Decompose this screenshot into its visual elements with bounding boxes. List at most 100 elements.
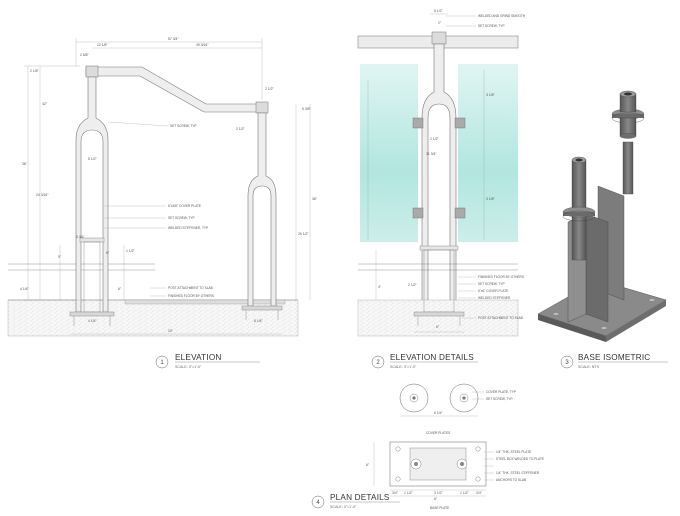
view-number: 1: [160, 360, 164, 366]
dim-text: 42": [42, 102, 48, 106]
post-fitting-right: [255, 101, 269, 114]
view-number: 3: [565, 360, 569, 366]
dim-text: 3/4": [392, 491, 399, 495]
view-title: PLAN DETAILS: [330, 493, 390, 502]
detail-post: [421, 43, 457, 313]
callout-finished-floor: FINISHED FLOOR BY OTHERS: [168, 294, 214, 298]
dim-text: 2 1/2": [408, 283, 418, 287]
dim-text: 31 3/4": [426, 152, 437, 156]
dim-text: 2 1/8": [30, 69, 40, 73]
dim-text: 6 3/4": [76, 235, 86, 239]
dim-text: 2 1/2": [265, 87, 275, 91]
callout-set-screw: SET SCREW, TYP: [478, 24, 505, 28]
dim-text: 10": [168, 329, 174, 333]
dim-text: 6 1/4": [434, 411, 444, 415]
dim-text: 6": [436, 325, 440, 329]
dim-text: 2 1/2": [236, 127, 246, 131]
view-number-circle: [560, 355, 574, 369]
callout-cover-plate: COVER PLATE, TYP: [486, 390, 516, 394]
finished-floor: [124, 299, 286, 305]
dim-text: 2": [438, 21, 442, 25]
detail-base-plate: [413, 311, 465, 317]
dim-text: 49 3/16": [196, 43, 209, 47]
iso-upper-post: [622, 141, 634, 195]
glass-panel-right: [458, 64, 518, 242]
view-scale: SCALE: 3"=1'-0": [175, 365, 202, 369]
callout-set-screw: SET SCREW, TYP: [170, 124, 197, 128]
dim-text: 3 1/2": [434, 491, 444, 495]
dim-text: 2 5/8": [80, 53, 90, 57]
dim-text: 1 1/2": [126, 249, 136, 253]
dim-text: 1 1/2": [460, 491, 470, 495]
plan-details-view: COVER PLATE, TYP SET SCREW, TYP 6 1/4" C…: [311, 383, 544, 510]
view-title: BASE ISOMETRIC: [578, 353, 650, 362]
callout-cover-plate: 6"x3/8" COVER PLATE: [168, 204, 201, 208]
callout-welded-stiffener: WELDED STIFFENER, TYP: [168, 226, 208, 230]
dim-text: 3 1/8": [486, 93, 496, 97]
dim-text: 4 1/4": [20, 287, 30, 291]
dim-text: 12 1/8": [97, 43, 108, 47]
dim-text: 9": [58, 255, 62, 259]
callout-post-attachment: POST ATTACHMENT TO SLAB: [478, 316, 523, 320]
base-plate-label: BASE PLATE: [430, 506, 449, 510]
dim-text: 6": [366, 463, 370, 467]
view-number: 2: [376, 360, 380, 366]
callout-set-screw-2: SET SCREW, TYP: [168, 216, 195, 220]
elevation-details-view: 5 1/2" 2" 3 1/8" 31 3/4" 3 1/8" 6" 4" 2 …: [357, 9, 526, 369]
post-right: [247, 112, 277, 307]
dim-text: 36": [22, 162, 28, 166]
view-title: ELEVATION DETAILS: [390, 353, 474, 362]
callout-steel-stiffener: 1/4" THK. STEEL STIFFENER: [496, 471, 540, 475]
dim-text: 2 1/2": [430, 137, 440, 141]
glass-clamp: [454, 207, 466, 219]
dim-text: 6": [434, 497, 438, 501]
glass-clamp: [454, 117, 466, 129]
handrail-pipe: [85, 66, 263, 113]
view-scale: SCALE: 3"=1'-0": [390, 365, 417, 369]
view-title: ELEVATION: [175, 353, 222, 362]
post-left: [75, 76, 109, 313]
callout-steel-box: STEEL BOX WELDED TO PLATE: [496, 457, 544, 461]
callout-post-attachment: POST ATTACHMENT TO SLAB: [168, 286, 213, 290]
dim-text: 57 3/4": [168, 37, 179, 41]
callout-welded-grind: WELDED AND GRIND SMOOTH: [478, 14, 526, 18]
dim-text: 1 1/2": [404, 491, 414, 495]
callout-finished-floor: FINISHED FLOOR BY OTHERS: [478, 275, 524, 279]
view-number-circle: [311, 495, 325, 509]
callout-steel-plate: 1/4" THK. STEEL PLATE: [496, 450, 531, 454]
dim-text: 5 3/8": [302, 107, 312, 111]
rail-fitting: [431, 31, 447, 45]
callout-set-screw: SET SCREW, TYP: [486, 397, 513, 401]
dim-text: 3 1/8": [486, 197, 496, 201]
detail-slab: [357, 299, 519, 337]
base-plate-right: [241, 305, 283, 311]
dim-text: 6": [118, 287, 122, 291]
dim-text: 4 1/4": [88, 319, 98, 323]
dim-text: 6": [106, 251, 110, 255]
elevation-view: SET SCREW, TYP 6"x3/8" COVER PLATE SET S…: [7, 37, 318, 369]
view-number: 4: [316, 500, 320, 506]
post-fitting-left: [85, 65, 99, 78]
dim-text: 26 1/2": [298, 232, 309, 236]
view-number-circle: [371, 355, 385, 369]
dim-text: 4": [378, 285, 382, 289]
dim-text: 6 1/4": [254, 319, 264, 323]
dim-text: 24 3/16": [36, 193, 49, 197]
callout-cover-plate: 6"x6" COVER PLATE: [478, 289, 508, 293]
base-plate-left: [69, 311, 115, 317]
dim-text: 5 1/2": [88, 157, 98, 161]
view-scale: SCALE: 3"=1'-0": [330, 505, 357, 509]
glass-clamp: [412, 207, 424, 219]
dim-text: 5 1/2": [434, 9, 444, 13]
callout-anchors: ANCHORS TO SLAB: [496, 478, 526, 482]
slab: [7, 299, 299, 337]
glass-clamp: [412, 117, 424, 129]
dim-text: 36": [312, 197, 318, 201]
glass-panel-left: [360, 64, 418, 242]
dim-text: 3/4": [476, 491, 483, 495]
callout-welded-stiffener: WELDED STIFFENER: [478, 296, 511, 300]
cover-plates-label: COVER PLATES: [426, 431, 450, 435]
view-number-circle: [155, 355, 169, 369]
view-scale: SCALE: NTS: [578, 365, 600, 369]
